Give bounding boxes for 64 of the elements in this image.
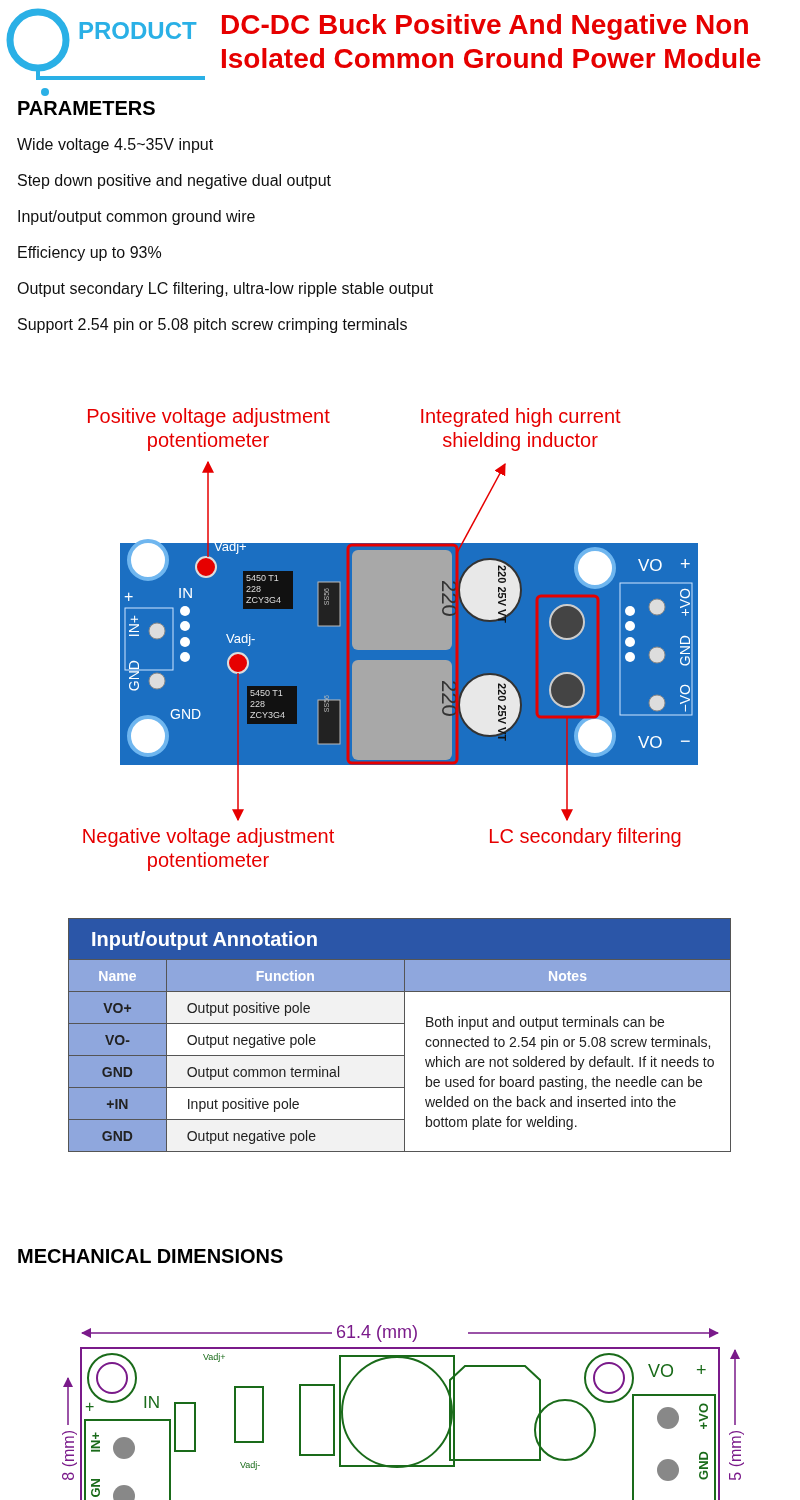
silkscreen-text: −VO (677, 684, 694, 713)
table-cell: GND (68, 1119, 167, 1152)
chip-marking: 5450 T1 228 ZCY3G4 (246, 573, 282, 606)
silkscreen-text: + (85, 1398, 95, 1417)
table-cell: Output negative pole (166, 1119, 405, 1152)
silkscreen-text: IN (143, 1393, 160, 1413)
silkscreen-text: IN+ (126, 615, 143, 638)
leader-arrow (456, 462, 506, 554)
table-title: Input/output Annotation (68, 918, 731, 960)
table-cell: VO- (68, 1023, 167, 1056)
component-marking: 220 25V VT (494, 683, 508, 742)
silkscreen-text: IN (178, 584, 193, 602)
chip-marking: 5450 T1 228 ZCY3G4 (250, 688, 286, 721)
dimension-label: 61.4 (mm) (336, 1322, 418, 1343)
header-cell: Function (166, 959, 405, 992)
table-cell: +IN (68, 1087, 167, 1120)
callout-text: Negative voltage adjustment potentiometer (60, 824, 356, 872)
silkscreen-text: GND (677, 635, 694, 667)
silkscreen-text: GND (126, 660, 143, 692)
table-cell: VO+ (68, 991, 167, 1024)
leader-arrow (232, 672, 244, 822)
silkscreen-text: +VO (697, 1403, 712, 1430)
table-cell: Both input and output terminals can be connected to 2.54 pin or 5.08 screw terminals, which are not soldered by default. If it needs to be used for board pasting, the needle can be welded on the back and inserted into the bottom plate for welding. (404, 991, 731, 1152)
callout-text: LC secondary filtering (440, 824, 730, 848)
header-cell: Name (68, 959, 167, 992)
section-heading: PARAMETERS (17, 97, 156, 120)
silkscreen-text: GND (170, 706, 202, 723)
silkscreen-text: IN+ (89, 1432, 104, 1453)
silkscreen-text: +VO (677, 588, 694, 617)
table-cell: Input positive pole (166, 1087, 405, 1120)
spec-item: Efficiency up to 93% (17, 244, 162, 263)
highlight-frame (535, 594, 600, 719)
silkscreen-text: Vadj- (240, 1460, 261, 1471)
callout-text: Integrated high current shielding inductor (385, 404, 655, 452)
silkscreen-text: + (124, 588, 134, 607)
spec-item: Output secondary LC filtering, ultra-low ripple stable output (17, 280, 434, 299)
silkscreen-text: + (680, 554, 691, 575)
silkscreen-text: − (680, 731, 691, 752)
silkscreen-text: GND (697, 1451, 712, 1480)
silkscreen-text: VO (638, 556, 663, 576)
badge-label: PRODUCT (78, 17, 197, 45)
table-cell: Output positive pole (166, 991, 405, 1024)
callout-text: Positive voltage adjustment potentiometer (60, 404, 356, 452)
spec-item: Input/output common ground wire (17, 208, 256, 227)
silkscreen-text: + (696, 1360, 707, 1381)
highlight-frame (346, 543, 459, 765)
silkscreen-text: VO (638, 733, 663, 753)
spec-item: Step down positive and negative dual output (17, 172, 331, 191)
silkscreen-text: Vadj+ (203, 1352, 226, 1363)
table-cell: GND (68, 1055, 167, 1088)
title: DC-DC Buck Positive And Negative Non Isolated Common Ground Power Module (220, 8, 763, 76)
silkscreen-text: GN (89, 1478, 104, 1498)
section-heading: MECHANICAL DIMENSIONS (17, 1245, 284, 1268)
spec-item: Support 2.54 pin or 5.08 pitch screw crimping terminals (17, 316, 408, 335)
leader-arrow (561, 716, 573, 822)
dimension-label: 8 (mm) (60, 1430, 78, 1481)
leader-arrow (202, 460, 214, 558)
header-cell: Notes (404, 959, 731, 992)
component-marking: 220 25V VT (494, 565, 508, 624)
table-cell: Output negative pole (166, 1023, 405, 1056)
silkscreen-text: VO (648, 1361, 674, 1382)
spec-item: Wide voltage 4.5~35V input (17, 136, 214, 155)
table-cell: Output common terminal (166, 1055, 405, 1088)
dimension-label: 5 (mm) (727, 1430, 745, 1481)
